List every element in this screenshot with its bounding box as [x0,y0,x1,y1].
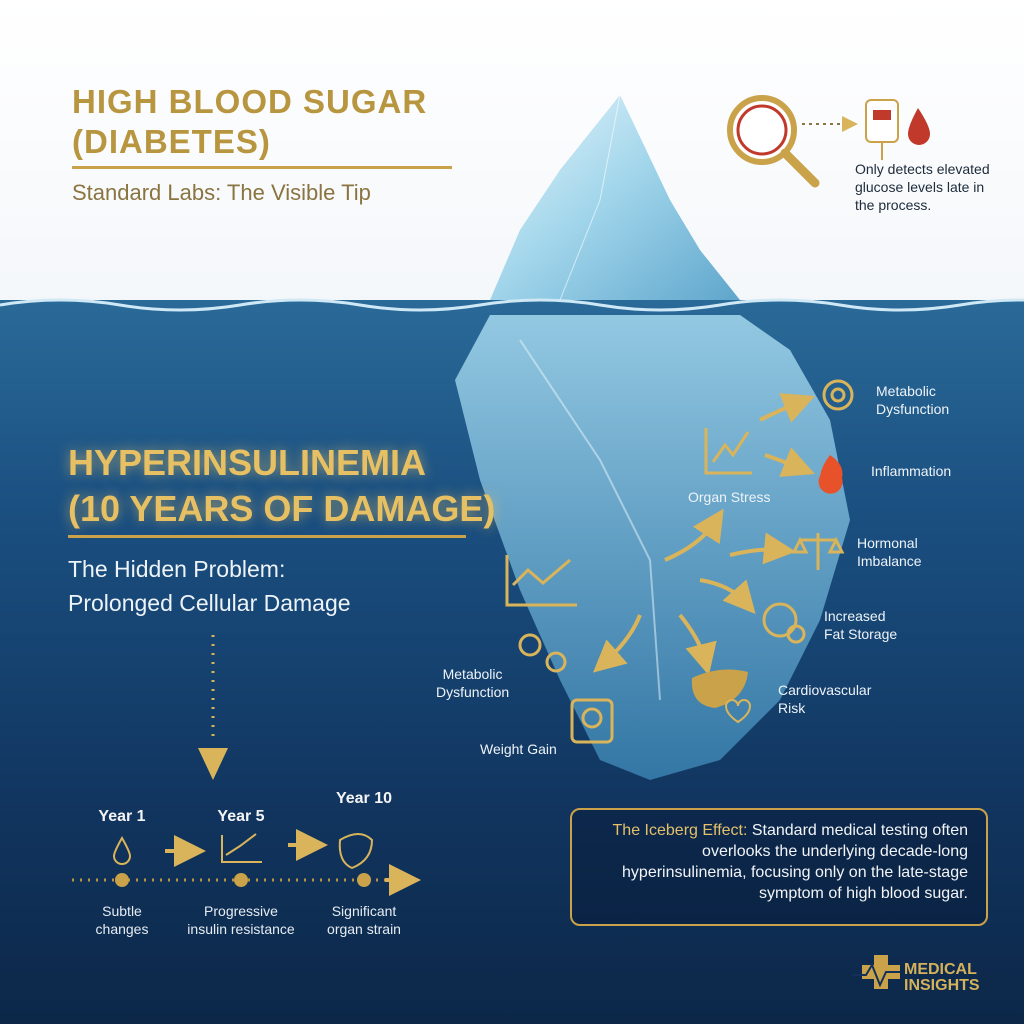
bottom-title: HYPERINSULINEMIA(10 YEARS OF DAMAGE) [68,442,496,529]
blood-test-icon [865,99,930,160]
growth-chart-icon [221,833,262,863]
timeline-year: Year 5 [217,808,265,825]
timeline-year: Year 10 [335,790,393,807]
effect-label: Organ Stress [688,489,771,505]
liver-icon [338,833,374,870]
gear-icon [822,379,854,411]
iceberg-tip [490,95,740,300]
timeline-dot [234,873,248,887]
divider [72,166,452,169]
magnifier-icon [727,95,820,188]
water-line [0,298,1024,312]
scales-icon [791,533,845,570]
fat-cell-icon [762,602,806,644]
liver-heart-icon [691,669,752,724]
effect-label: Inflammation [871,463,952,479]
effect-label: Weight Gain [480,741,557,757]
flame-icon [818,455,843,494]
timeline-dot [115,873,129,887]
iceberg-effect-text: Standard medical testing often overlooks… [622,822,968,902]
top-title: HIGH BLOOD SUGAR(DIABETES) [72,83,428,160]
rising-chart-icon [704,428,752,475]
lab-note: Only detects elevated glucose levels lat… [855,161,990,213]
iceberg-submerged [455,315,850,780]
iceberg-effect-box: The Iceberg Effect: Standard medical tes… [570,808,988,926]
top-subtitle: Standard Labs: The Visible Tip [72,180,371,205]
timeline-dot [357,873,371,887]
drop-icon [112,835,132,865]
scale-icon [570,698,614,744]
logo-cross-icon [852,955,900,989]
down-arrow-icon [198,748,228,780]
bar-chart-icon [505,555,577,607]
logo-text: INSIGHTS [904,977,980,994]
logo-text: MEDICAL [904,961,977,978]
gears-icon [518,633,567,673]
bottom-subtitle: The Hidden Problem:Prolonged Cellular Da… [68,556,351,616]
iceberg-effect-lead: The Iceberg Effect: [612,822,748,839]
timeline-year: Year 1 [98,808,146,825]
divider [68,535,466,538]
